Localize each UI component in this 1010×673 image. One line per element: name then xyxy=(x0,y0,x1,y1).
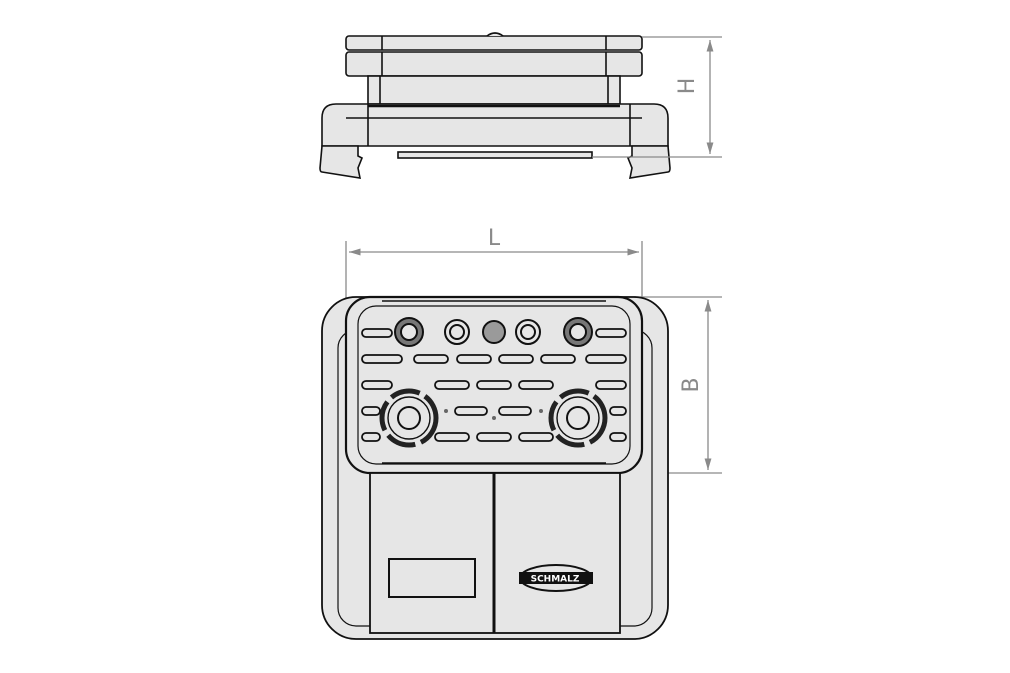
schmalz-logo: SCHMALZ xyxy=(519,564,593,592)
height-dimension xyxy=(592,36,722,158)
height-label: H xyxy=(675,78,700,95)
width-label: B xyxy=(679,377,704,392)
mounting-ring-left xyxy=(379,388,439,448)
top-view xyxy=(321,295,669,640)
length-label: L xyxy=(488,226,501,251)
side-view xyxy=(319,32,671,179)
mounting-ring-right xyxy=(548,388,608,448)
logo-text: SCHMALZ xyxy=(531,575,580,585)
